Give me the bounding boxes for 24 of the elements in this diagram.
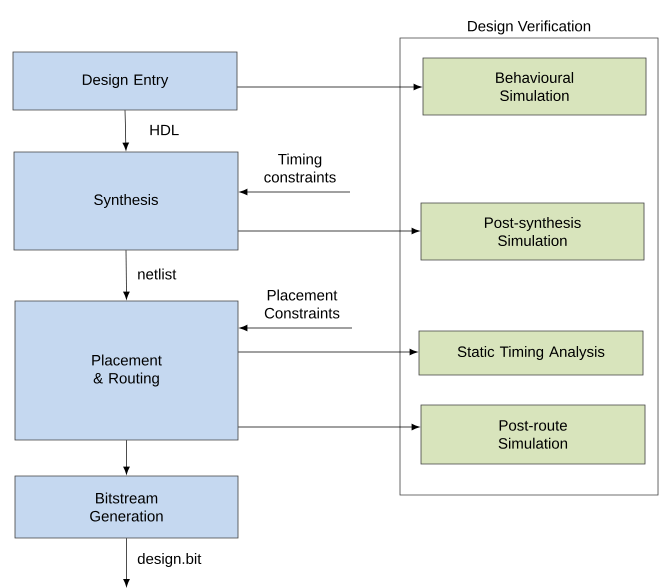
arrow [237, 84, 422, 90]
arrow [238, 348, 418, 356]
edge-label: netlist [138, 268, 176, 280]
process-box: Design Entry [12, 52, 238, 110]
node-label: Design Verification [468, 20, 590, 34]
arrow [238, 424, 420, 430]
arrow [239, 188, 350, 196]
edge-label: design.bit [138, 553, 202, 567]
edge-label: HDL [150, 124, 179, 136]
arrow [123, 250, 130, 300]
arrow [122, 110, 130, 151]
verification-box: Static Timing Analysis [418, 330, 644, 376]
process-box: Placement & Routing [14, 300, 238, 440]
arrow [238, 228, 420, 234]
edge-label: Timing constraints [264, 154, 336, 182]
arrow [239, 324, 352, 332]
verification-box: Post-synthesis Simulation [420, 202, 644, 260]
verification-box: Post-route Simulation [420, 404, 646, 464]
arrow [123, 538, 130, 587]
verification-box: Behavioural Simulation [422, 58, 646, 116]
process-box: Bitstream Generation [14, 476, 238, 538]
process-box: Synthesis [14, 152, 238, 250]
edge-label: Placement Constraints [264, 290, 340, 318]
arrow [123, 440, 130, 475]
